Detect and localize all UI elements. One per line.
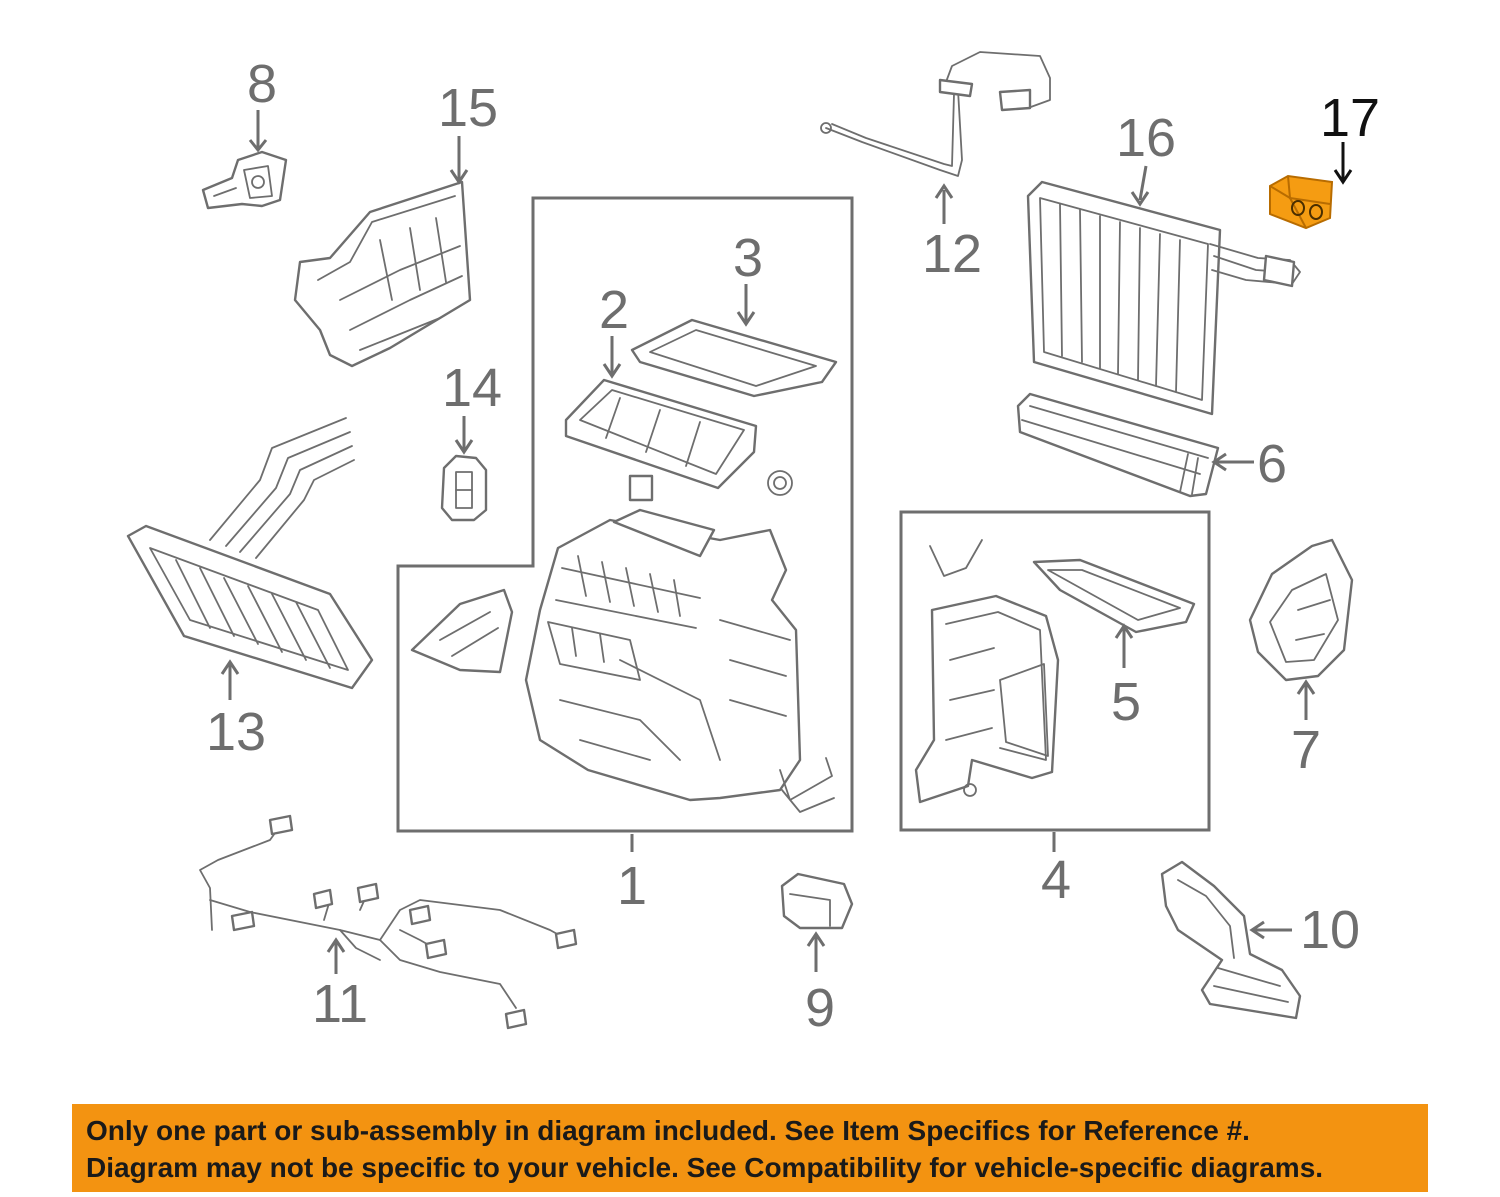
leader-9 <box>806 931 826 972</box>
part-2-filter[interactable] <box>564 378 793 496</box>
disclaimer-line-1: Only one part or sub-assembly in diagram… <box>86 1115 1250 1146</box>
leader-2 <box>602 336 622 379</box>
part-9-connector[interactable] <box>780 872 854 930</box>
callout-6: 6 <box>1257 434 1287 494</box>
leader-10 <box>1249 920 1292 940</box>
callout-17: 17 <box>1320 88 1380 148</box>
part-6-tray[interactable] <box>1016 392 1220 498</box>
leader-7 <box>1296 679 1316 720</box>
disclaimer-line-2: Diagram may not be specific to your vehi… <box>86 1152 1324 1183</box>
leader-12 <box>934 183 954 224</box>
callout-12: 12 <box>922 224 982 284</box>
part-1-hvac-housing[interactable] <box>410 474 835 813</box>
leader-3 <box>736 284 756 327</box>
part-13-heater-core[interactable] <box>126 417 374 690</box>
part-12-pipe[interactable] <box>820 51 1051 177</box>
disclaimer-banner: Only one part or sub-assembly in diagram… <box>72 1104 1428 1192</box>
leader-17 <box>1333 142 1353 185</box>
leader-15 <box>449 136 469 185</box>
part-15-duct[interactable] <box>293 180 472 368</box>
callout-11: 11 <box>312 974 368 1034</box>
part-4-assembly[interactable] <box>914 539 1060 804</box>
callout-2: 2 <box>599 280 629 340</box>
callout-16: 16 <box>1116 108 1176 168</box>
assembly-4-frame <box>899 510 1211 832</box>
callout-13: 13 <box>206 702 266 762</box>
leader-8 <box>248 110 268 153</box>
part-17-highlighted[interactable] <box>1269 174 1334 230</box>
callout-14: 14 <box>442 358 502 418</box>
leader-5 <box>1114 623 1134 668</box>
part-10-duct[interactable] <box>1160 860 1302 1020</box>
part-7-bracket[interactable] <box>1248 538 1354 682</box>
part-5-tray[interactable] <box>1032 558 1196 634</box>
callout-9: 9 <box>805 978 835 1038</box>
leader-6 <box>1211 452 1254 472</box>
part-3-filter-cover[interactable] <box>630 318 838 398</box>
callout-10: 10 <box>1300 900 1360 960</box>
callout-4: 4 <box>1041 850 1071 910</box>
leader-11 <box>326 937 346 974</box>
callout-7: 7 <box>1291 720 1321 780</box>
leader-13 <box>220 659 240 700</box>
callout-5: 5 <box>1111 672 1141 732</box>
assembly-1-frame <box>396 196 854 833</box>
callout-labels: 8 15 12 16 17 3 2 14 6 13 5 7 1 4 10 9 1… <box>206 54 1380 1038</box>
leader-16 <box>1130 165 1150 207</box>
part-16-evaporator[interactable] <box>1026 180 1301 416</box>
part-11-wire-harness[interactable] <box>199 814 578 1030</box>
part-8-bracket[interactable] <box>201 150 288 210</box>
part-14-grommet[interactable] <box>440 454 488 522</box>
callout-15: 15 <box>438 78 498 138</box>
callout-3: 3 <box>733 228 763 288</box>
callout-8: 8 <box>247 54 277 114</box>
callout-1: 1 <box>617 856 647 916</box>
leader-14 <box>454 416 474 455</box>
leader-lines <box>220 110 1353 974</box>
